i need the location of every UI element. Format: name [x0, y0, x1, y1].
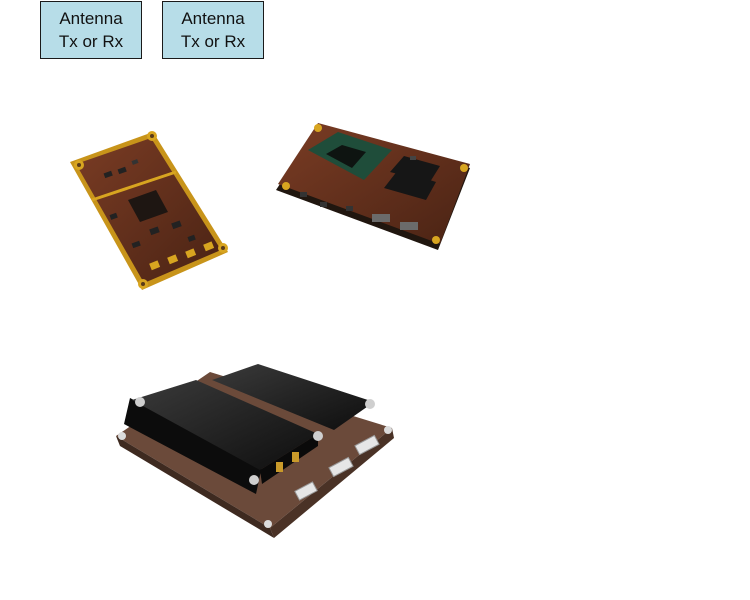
rf-transceiver-board [70, 131, 228, 290]
antenna-label-1: Antenna Tx or Rx [40, 1, 142, 59]
antenna-label-2-line2: Tx or Rx [180, 32, 246, 51]
antenna-label-2: Antenna Tx or Rx [162, 1, 264, 59]
antenna-label-1-line1: Antenna [59, 9, 123, 28]
antenna-label-2-line1: Antenna [181, 9, 245, 28]
processor-module-board [276, 123, 470, 250]
enclosed-radio-unit [116, 364, 394, 538]
antenna-label-1-line2: Tx or Rx [58, 32, 124, 51]
